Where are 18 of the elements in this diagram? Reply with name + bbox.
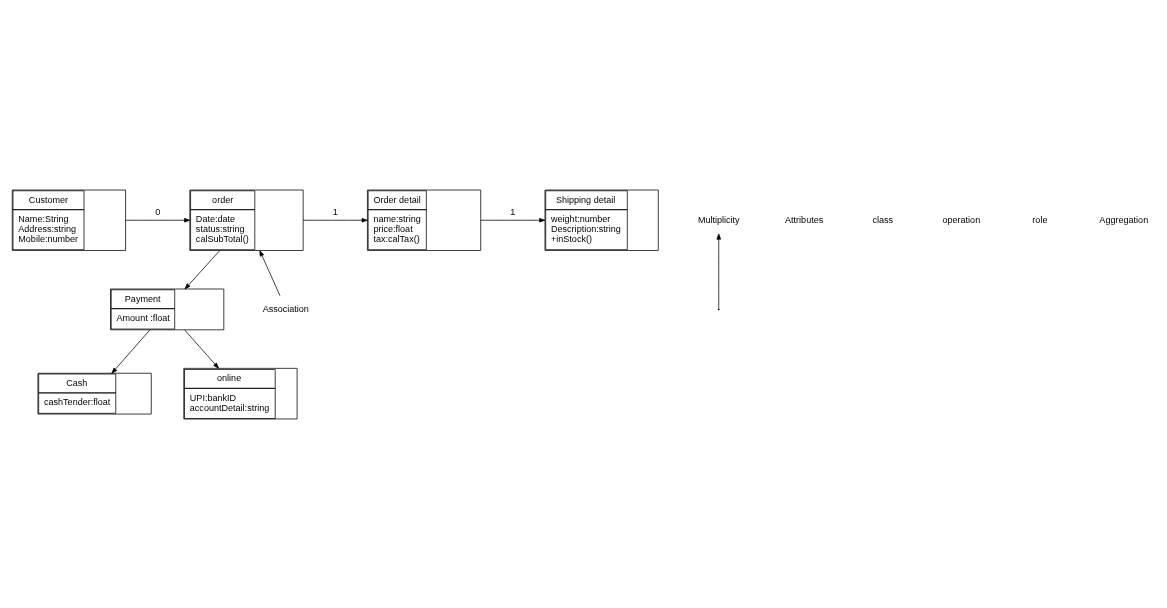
- label: operation: [942, 214, 981, 225]
- node-text: Multiplicity: [697, 214, 740, 225]
- label: role: [1032, 214, 1048, 225]
- label: Aggregation: [1099, 214, 1149, 225]
- arrow: [184, 249, 220, 289]
- arrow: [125, 217, 191, 222]
- label: class: [872, 214, 894, 225]
- edge-label: 0: [155, 206, 161, 217]
- arrow: [259, 249, 281, 296]
- arrow: [480, 217, 546, 222]
- label: Attributes: [785, 214, 824, 225]
- arrow: [184, 329, 219, 369]
- arrow: [111, 329, 151, 374]
- edge-label: 1: [332, 206, 338, 217]
- edge-label: 1: [510, 206, 516, 217]
- node-text: Association: [262, 303, 309, 314]
- arrow: [716, 233, 721, 309]
- arrow: [302, 217, 368, 222]
